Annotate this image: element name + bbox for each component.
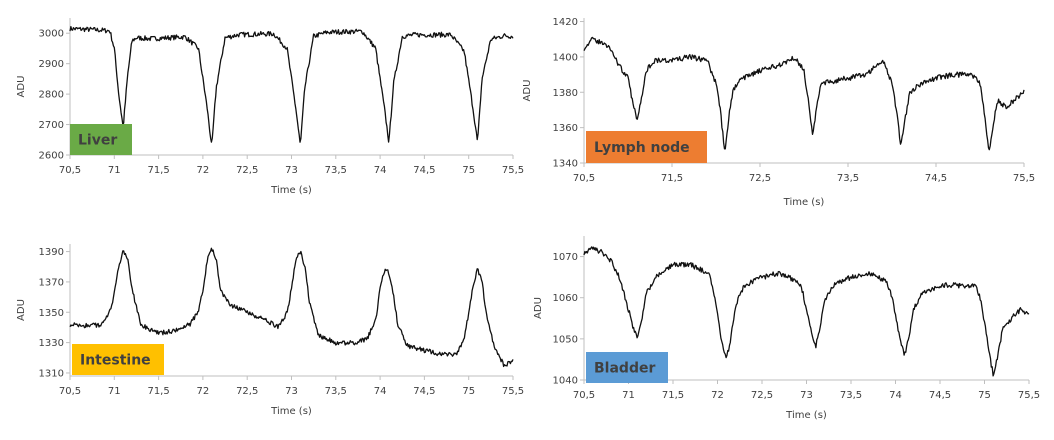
x-tick-label: 72 [711,390,724,401]
x-tick-label: 71 [108,386,121,397]
x-tick-label: 74,5 [929,390,951,401]
x-tick-label: 73,5 [837,173,859,184]
x-tick-label: 72,5 [236,165,258,176]
y-axis-title: ADU [16,76,27,98]
x-tick-label: 71 [108,165,121,176]
x-tick-label: 75,5 [502,165,524,176]
x-tick-label: 70,5 [59,386,81,397]
x-tick-label: 75,5 [502,386,524,397]
organ-tag-box [70,124,132,155]
y-tick-label: 2600 [39,151,64,162]
y-tick-label: 1400 [553,52,578,63]
organ-tag-label: Liver [78,133,117,149]
x-tick-label: 72,5 [749,173,771,184]
y-axis-title: ADU [533,297,544,319]
x-tick-label: 71 [622,390,635,401]
y-tick-label: 1040 [553,376,578,387]
x-tick-label: 70,5 [573,173,595,184]
x-tick-label: 71,5 [662,390,684,401]
x-tick-label: 75,5 [1018,390,1040,401]
y-axis-title: ADU [16,299,27,321]
organ-tag-label: Bladder [594,361,655,377]
series-line-0 [69,25,514,143]
organ-tag-box [586,352,668,383]
y-tick-label: 3000 [39,29,64,40]
y-tick-label: 1330 [39,338,64,349]
x-tick-label: 75 [462,386,475,397]
x-tick-label: 72 [197,386,210,397]
y-tick-label: 1070 [553,252,578,263]
x-tick-label: 73 [800,390,813,401]
x-tick-label: 74,5 [413,386,435,397]
x-tick-label: 73 [285,165,298,176]
x-axis-title: Time (s) [270,185,312,196]
y-tick-label: 1420 [553,17,578,28]
x-tick-label: 75 [978,390,991,401]
series-line-0 [583,36,1025,151]
x-tick-label: 72 [197,165,210,176]
y-tick-label: 1050 [553,334,578,345]
x-tick-label: 71,5 [147,386,169,397]
x-tick-label: 74 [889,390,902,401]
x-tick-label: 72,5 [236,386,258,397]
chart-panel-2: 1310 1330 1350 1370 1390 70,5 71 71,5 72 72,5 73 73… [16,244,524,417]
x-tick-label: 71,5 [147,165,169,176]
x-tick-label: 73 [285,386,298,397]
chart-panel-3: 1040 1050 1060 1070 70,5 71 71,5 72 72,5 73 73,5 74… [533,236,1040,421]
x-tick-label: 72,5 [751,390,773,401]
organ-tag-box [586,131,707,163]
y-tick-label: 2900 [39,59,64,70]
x-tick-label: 73,5 [325,386,347,397]
y-tick-label: 1380 [553,88,578,99]
x-tick-label: 74 [374,386,387,397]
series-line-0 [583,246,1030,377]
y-tick-label: 1390 [39,247,64,258]
series-line-0 [69,247,514,368]
x-tick-label: 74,5 [925,173,947,184]
y-tick-label: 1310 [39,368,64,379]
x-tick-label: 70,5 [59,165,81,176]
y-tick-label: 2800 [39,90,64,101]
chart-panel-1: 1340 1360 1380 1400 1420 70,5 71,5 72,5 73,5 74,5… [522,17,1035,208]
organ-tag-label: Lymph node [594,140,690,156]
y-tick-label: 1340 [553,159,578,170]
y-tick-label: 1060 [553,293,578,304]
x-tick-label: 70,5 [573,390,595,401]
chart-panel-0: 2600 2700 2800 2900 3000 70,5 71 71,5 72 72,5 73 73… [16,18,524,196]
y-tick-label: 1370 [39,277,64,288]
x-tick-label: 71,5 [661,173,683,184]
x-tick-label: 75 [462,165,475,176]
y-tick-label: 2700 [39,120,64,131]
x-tick-label: 74 [374,165,387,176]
organ-tag-label: Intestine [80,353,151,369]
y-tick-label: 1350 [39,308,64,319]
x-tick-label: 73,5 [840,390,862,401]
x-tick-label: 73,5 [325,165,347,176]
y-tick-label: 1360 [553,123,578,134]
y-axis-title: ADU [522,80,533,102]
x-tick-label: 75,5 [1013,173,1035,184]
x-tick-label: 74,5 [413,165,435,176]
x-axis-title: Time (s) [270,406,312,417]
x-axis-title: Time (s) [785,410,827,421]
x-axis-title: Time (s) [783,197,825,208]
organ-tag-box [72,344,164,375]
